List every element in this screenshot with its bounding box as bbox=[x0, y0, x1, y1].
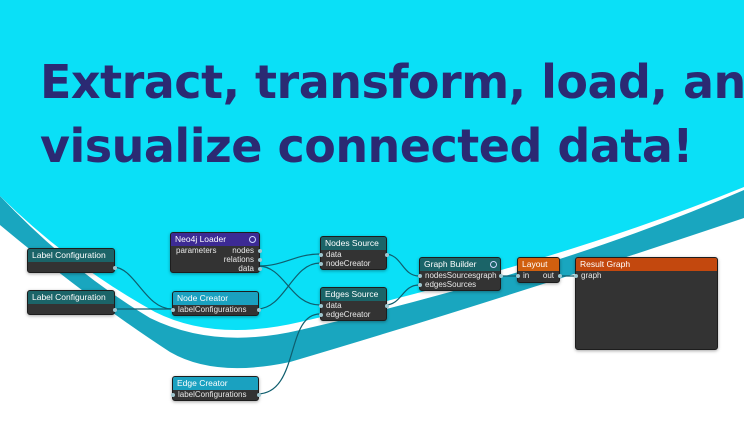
output-port-dot[interactable] bbox=[112, 308, 117, 312]
settings-icon[interactable] bbox=[249, 236, 256, 243]
input-port-dot[interactable] bbox=[318, 312, 323, 317]
input-port-dot[interactable] bbox=[318, 261, 323, 266]
neo4j-loader-node[interactable]: Neo4j Loader parameters nodes relations … bbox=[170, 232, 262, 273]
output-port-dot[interactable] bbox=[257, 257, 262, 262]
output-port-dot[interactable] bbox=[257, 266, 262, 271]
node-header[interactable]: Result Graph bbox=[576, 258, 717, 271]
port-row: nodeCreator bbox=[318, 259, 386, 268]
input-port-dot[interactable] bbox=[573, 273, 578, 278]
input-port-dot[interactable] bbox=[417, 282, 422, 287]
node-header[interactable]: Edges Source bbox=[321, 288, 386, 301]
input-port-dot[interactable] bbox=[170, 307, 175, 312]
port-row: graph bbox=[573, 271, 717, 280]
output-port-graph[interactable]: graph bbox=[476, 271, 497, 280]
output-port-relations[interactable]: relations bbox=[223, 255, 254, 264]
output-port-dot[interactable] bbox=[256, 307, 261, 312]
node-header[interactable]: Nodes Source bbox=[321, 237, 386, 250]
port-row: edgesSources bbox=[417, 280, 500, 289]
node-header[interactable]: Edge Creator bbox=[173, 377, 258, 390]
port-row: labelConfigurations bbox=[170, 305, 261, 314]
input-port-dot[interactable] bbox=[515, 273, 520, 278]
teal-wave bbox=[0, 190, 744, 369]
output-port-dot[interactable] bbox=[557, 273, 562, 278]
label-configuration-node-2[interactable]: Label Configuration bbox=[27, 290, 117, 315]
node-header[interactable]: Label Configuration bbox=[28, 249, 114, 262]
input-port-nodecreator[interactable]: nodeCreator bbox=[326, 259, 371, 268]
output-port-dot[interactable] bbox=[256, 392, 261, 397]
node-header[interactable]: Label Configuration bbox=[28, 291, 114, 304]
port-row: data bbox=[318, 301, 389, 310]
output-port-dot[interactable] bbox=[384, 303, 389, 308]
input-port-edgessources[interactable]: edgesSources bbox=[425, 280, 477, 289]
node-header[interactable]: Neo4j Loader bbox=[171, 233, 259, 246]
edges-source-node[interactable]: Edges Source data edgeCreator bbox=[318, 287, 389, 321]
output-port-dot[interactable] bbox=[384, 252, 389, 257]
input-port-data[interactable]: data bbox=[326, 250, 342, 259]
headline-line-2: visualize connected data! bbox=[40, 119, 693, 173]
port-row: parameters nodes bbox=[171, 246, 262, 255]
edge-creator-node[interactable]: Edge Creator labelConfigurations bbox=[170, 376, 261, 401]
node-header[interactable]: Graph Builder bbox=[420, 258, 500, 271]
output-port-dot[interactable] bbox=[257, 248, 262, 253]
output-port-nodes[interactable]: nodes bbox=[232, 246, 254, 255]
input-port-data[interactable]: data bbox=[326, 301, 342, 310]
output-port-dot[interactable] bbox=[498, 273, 503, 278]
input-port-edgecreator[interactable]: edgeCreator bbox=[326, 310, 371, 319]
output-port-data[interactable]: data bbox=[238, 264, 254, 273]
settings-icon[interactable] bbox=[490, 261, 497, 268]
label-configuration-node-1[interactable]: Label Configuration bbox=[27, 248, 117, 273]
output-port-dot[interactable] bbox=[112, 266, 117, 270]
layout-node[interactable]: Layout in out bbox=[515, 257, 562, 283]
graph-builder-node[interactable]: Graph Builder nodesSources graph edgesSo… bbox=[417, 257, 503, 291]
node-header[interactable]: Layout bbox=[518, 258, 559, 271]
headline-line-1: Extract, transform, load, and bbox=[40, 55, 744, 109]
port-row: in out bbox=[515, 271, 562, 280]
port-row: labelConfigurations bbox=[170, 390, 261, 399]
input-port-graph[interactable]: graph bbox=[581, 271, 602, 280]
input-port-labelconfigurations[interactable]: labelConfigurations bbox=[178, 305, 247, 314]
node-creator-node[interactable]: Node Creator labelConfigurations bbox=[170, 291, 261, 316]
input-port-parameters[interactable]: parameters bbox=[176, 246, 217, 255]
port-row: data bbox=[171, 264, 262, 273]
headline: Extract, transform, load, and visualize … bbox=[40, 50, 744, 178]
output-port-out[interactable]: out bbox=[542, 271, 554, 280]
input-port-dot[interactable] bbox=[170, 392, 175, 397]
nodes-source-node[interactable]: Nodes Source data nodeCreator bbox=[318, 236, 389, 270]
port-row: edgeCreator bbox=[318, 310, 386, 319]
input-port-dot[interactable] bbox=[417, 273, 422, 278]
input-port-labelconfigurations[interactable]: labelConfigurations bbox=[178, 390, 247, 399]
input-port-nodessources[interactable]: nodesSources bbox=[425, 271, 477, 280]
port-row: data bbox=[318, 250, 389, 259]
result-graph-node[interactable]: Result Graph graph bbox=[573, 257, 718, 350]
input-port-in[interactable]: in bbox=[523, 271, 530, 280]
node-header[interactable]: Node Creator bbox=[173, 292, 258, 305]
input-port-dot[interactable] bbox=[318, 303, 323, 308]
input-port-dot[interactable] bbox=[318, 252, 323, 257]
port-row: relations bbox=[171, 255, 262, 264]
port-row: nodesSources graph bbox=[417, 271, 503, 280]
